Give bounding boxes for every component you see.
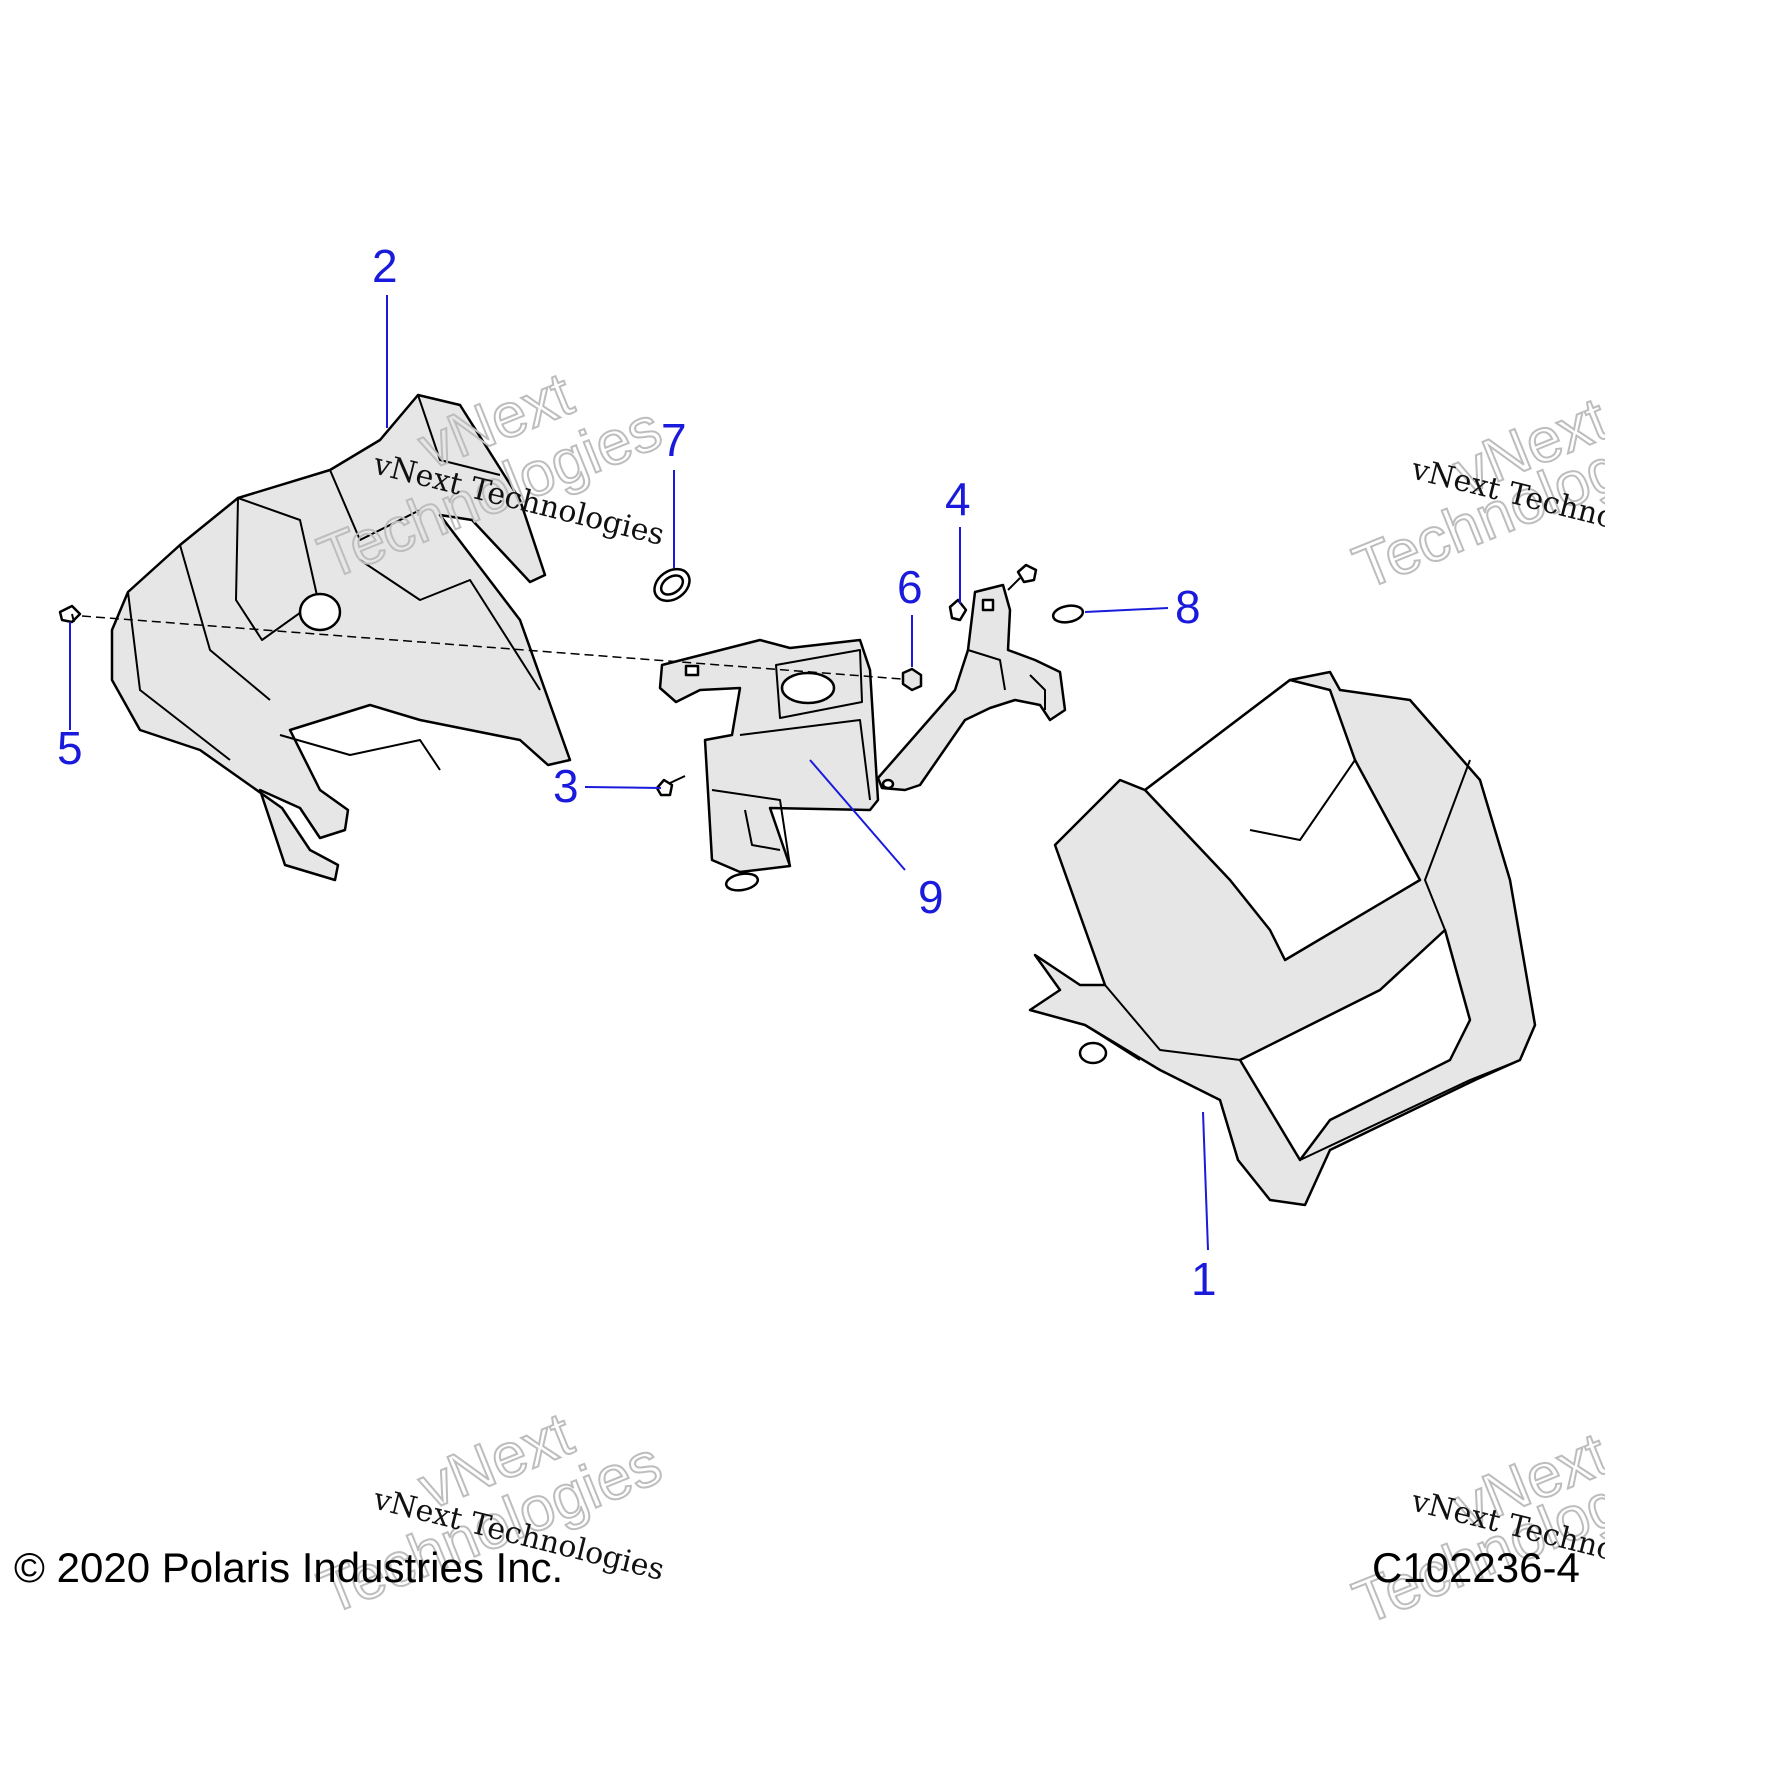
- leader-lines: [69, 295, 1209, 1251]
- callout-numbers: 1 2 3 4 5 6 7 8 9: [57, 240, 1217, 1305]
- part-3-screw: [655, 775, 686, 797]
- callout-8: 8: [1175, 581, 1201, 633]
- leader-8: [1084, 607, 1169, 613]
- callout-2: 2: [372, 240, 398, 292]
- part-2-cowl: [110, 393, 572, 882]
- part-6-nut: [901, 667, 923, 692]
- callout-4: 4: [945, 473, 971, 525]
- grommet-lower: [724, 872, 760, 892]
- callout-6: 6: [897, 561, 923, 613]
- callout-5: 5: [57, 722, 83, 774]
- copyright-notice: © 2020 Polaris Industries Inc.: [14, 1544, 564, 1591]
- callout-9: 9: [918, 871, 944, 923]
- alignment-dashed-line: [81, 615, 903, 680]
- part-1-front-mask: [1028, 670, 1537, 1207]
- part-8-grommet: [1051, 604, 1085, 624]
- part-9-mount-bracket: [658, 638, 880, 874]
- part-7-grommet-inner: [659, 574, 685, 596]
- leader-3: [584, 786, 662, 789]
- part-4-side-bracket: [876, 583, 1067, 792]
- callout-7: 7: [661, 414, 687, 466]
- part-5-screw: [58, 604, 82, 624]
- part-4-clip: [948, 598, 968, 622]
- callout-3: 3: [553, 760, 579, 812]
- figure-code: C102236-4: [1372, 1544, 1580, 1591]
- part-4-screw-upper: [1007, 563, 1038, 591]
- watermark-bottom-left: vNext Technologies vNext Technologies: [308, 1399, 671, 1629]
- callout-1: 1: [1191, 1253, 1217, 1305]
- leader-9: [809, 759, 906, 871]
- watermark-clip-panel: [1605, 380, 1792, 1610]
- leader-1: [1202, 1111, 1209, 1251]
